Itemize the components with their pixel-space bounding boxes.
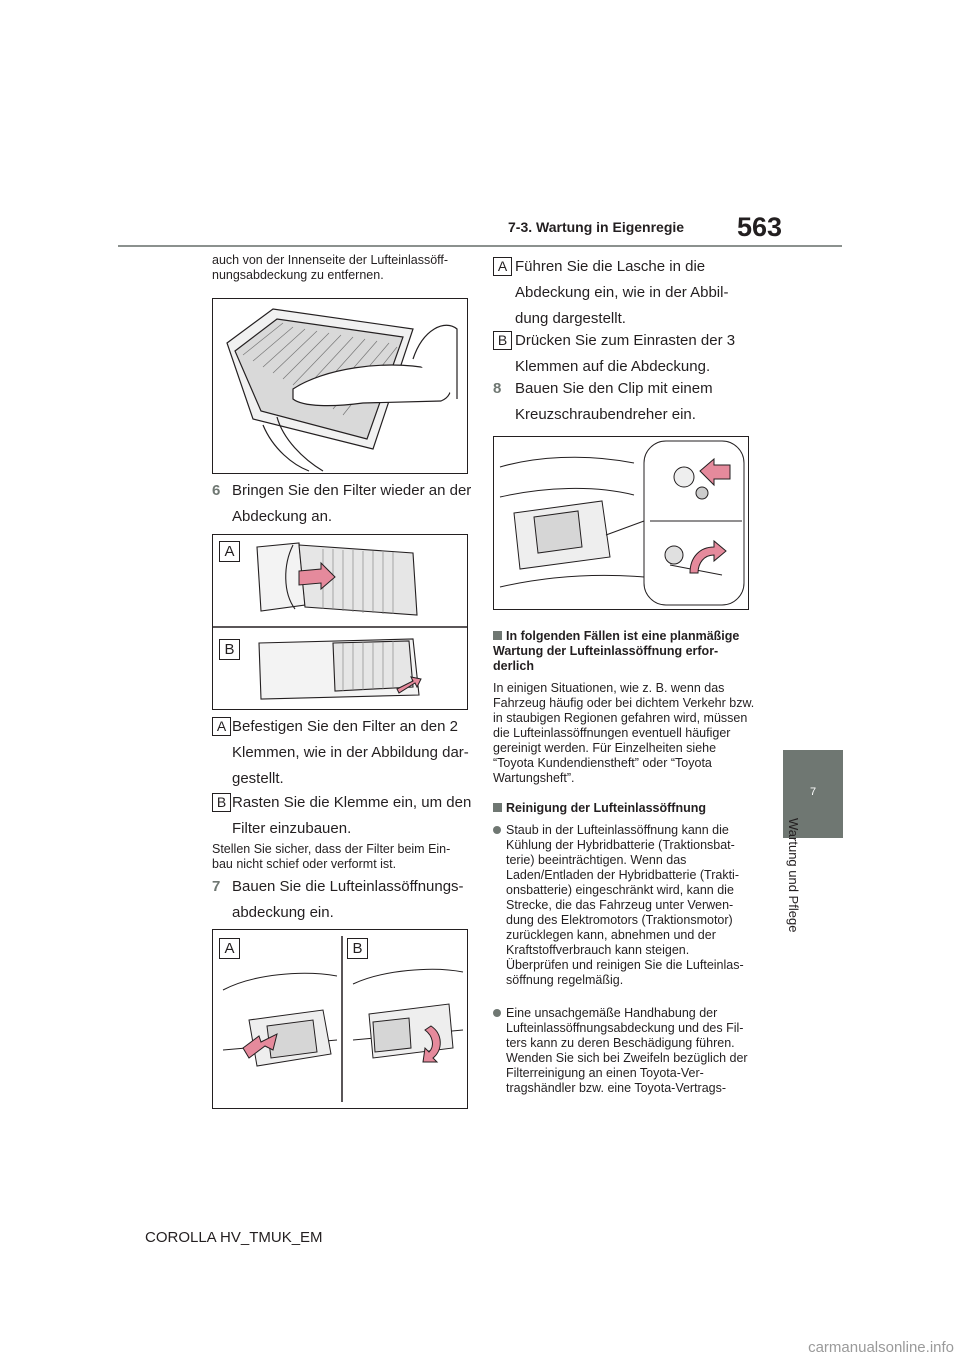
section-heading-text: Reinigung der Lufteinlassöffnung bbox=[506, 801, 706, 815]
square-bullet-icon bbox=[493, 631, 502, 640]
section-heading-cleaning: Reinigung der Lufteinlassöffnung bbox=[493, 801, 755, 816]
item-a-right-text: Führen Sie die Lasche in die Abdeckung e… bbox=[515, 258, 729, 327]
figure-label-a: A bbox=[219, 938, 240, 959]
section-body-maintenance: In einigen Situationen, wie z. B. wenn d… bbox=[493, 681, 755, 785]
round-bullet-icon bbox=[493, 1009, 501, 1017]
step-6-number: 6 bbox=[212, 482, 221, 499]
square-bullet-icon bbox=[493, 803, 502, 812]
filter-attach-illustration bbox=[213, 542, 467, 700]
step-6: 6 Bringen Sie den Filter wieder an der A… bbox=[212, 478, 472, 525]
badge-a: A bbox=[212, 717, 231, 736]
chapter-tab bbox=[783, 750, 843, 838]
page-number: 563 bbox=[737, 212, 783, 242]
chapter-title: Wartung und Pflege bbox=[786, 818, 801, 933]
intro-text: auch von der Innenseite der Lufteinlassö… bbox=[212, 253, 449, 282]
round-bullet-icon bbox=[493, 826, 501, 834]
bullet-item-1: Staub in der Lufteinlassöffnung kann die… bbox=[493, 823, 755, 988]
figure-cover-install: A B bbox=[212, 929, 468, 1109]
footer-model-code: COROLLA HV_TMUK_EM bbox=[145, 1229, 323, 1246]
item-a-text: Befestigen Sie den Filter an den 2 Klemm… bbox=[232, 718, 469, 787]
section-title: 7-3. Wartung in Eigenregie bbox=[508, 219, 685, 235]
figure-clip-install bbox=[493, 436, 749, 610]
figure-label-b: B bbox=[219, 639, 240, 660]
item-b-left: B Rasten Sie die Klemme ein, um den Filt… bbox=[212, 790, 472, 837]
clip-install-illustration bbox=[499, 440, 745, 606]
cover-install-illustration bbox=[222, 936, 464, 1102]
bullet-item-2: Eine unsachgemäße Handhabung der Luftein… bbox=[493, 1006, 755, 1096]
bullet-2-text: Eine unsachgemäße Handhabung der Luftein… bbox=[506, 1006, 748, 1095]
figure-label-a: A bbox=[219, 541, 240, 562]
figure-filter-removal bbox=[212, 298, 468, 474]
header-rule bbox=[118, 245, 842, 247]
note-text: Stellen Sie sicher, dass der Filter beim… bbox=[212, 842, 451, 871]
badge-a: A bbox=[493, 257, 512, 276]
item-a-right: A Führen Sie die Lasche in die Abdeckung… bbox=[493, 254, 755, 327]
step-8-number: 8 bbox=[493, 380, 502, 397]
chapter-number: 7 bbox=[809, 786, 817, 798]
badge-b: B bbox=[493, 331, 512, 350]
step-7-text: Bauen Sie die Lufteinlassöffnungs-abdeck… bbox=[232, 878, 464, 921]
step-7: 7 Bauen Sie die Lufteinlassöffnungs-abde… bbox=[212, 874, 472, 921]
section-heading-text: In folgenden Fällen ist eine planmäßige … bbox=[493, 629, 740, 673]
item-b-right-text: Drücken Sie zum Einrasten der 3 Klemmen … bbox=[515, 332, 736, 375]
figure-filter-attach: A B bbox=[212, 534, 468, 710]
item-a-left: A Befestigen Sie den Filter an den 2 Kle… bbox=[212, 714, 472, 787]
badge-b: B bbox=[212, 793, 231, 812]
step-6-text: Bringen Sie den Filter wieder an der Abd… bbox=[232, 482, 472, 525]
filter-removal-illustration bbox=[226, 308, 458, 472]
bullet-1-text: Staub in der Lufteinlassöffnung kann die… bbox=[506, 823, 744, 987]
watermark: carmanualsonline.info bbox=[808, 1339, 954, 1356]
step-8-text: Bauen Sie den Clip mit einem Kreuzschrau… bbox=[515, 380, 713, 423]
item-b-text: Rasten Sie die Klemme ein, um den Filter… bbox=[232, 794, 472, 837]
section-heading-maintenance: In folgenden Fällen ist eine planmäßige … bbox=[493, 629, 755, 674]
item-b-right: B Drücken Sie zum Einrasten der 3 Klemme… bbox=[493, 328, 755, 375]
figure-label-b: B bbox=[347, 938, 368, 959]
step-7-number: 7 bbox=[212, 878, 221, 895]
step-8: 8 Bauen Sie den Clip mit einem Kreuzschr… bbox=[493, 376, 755, 423]
